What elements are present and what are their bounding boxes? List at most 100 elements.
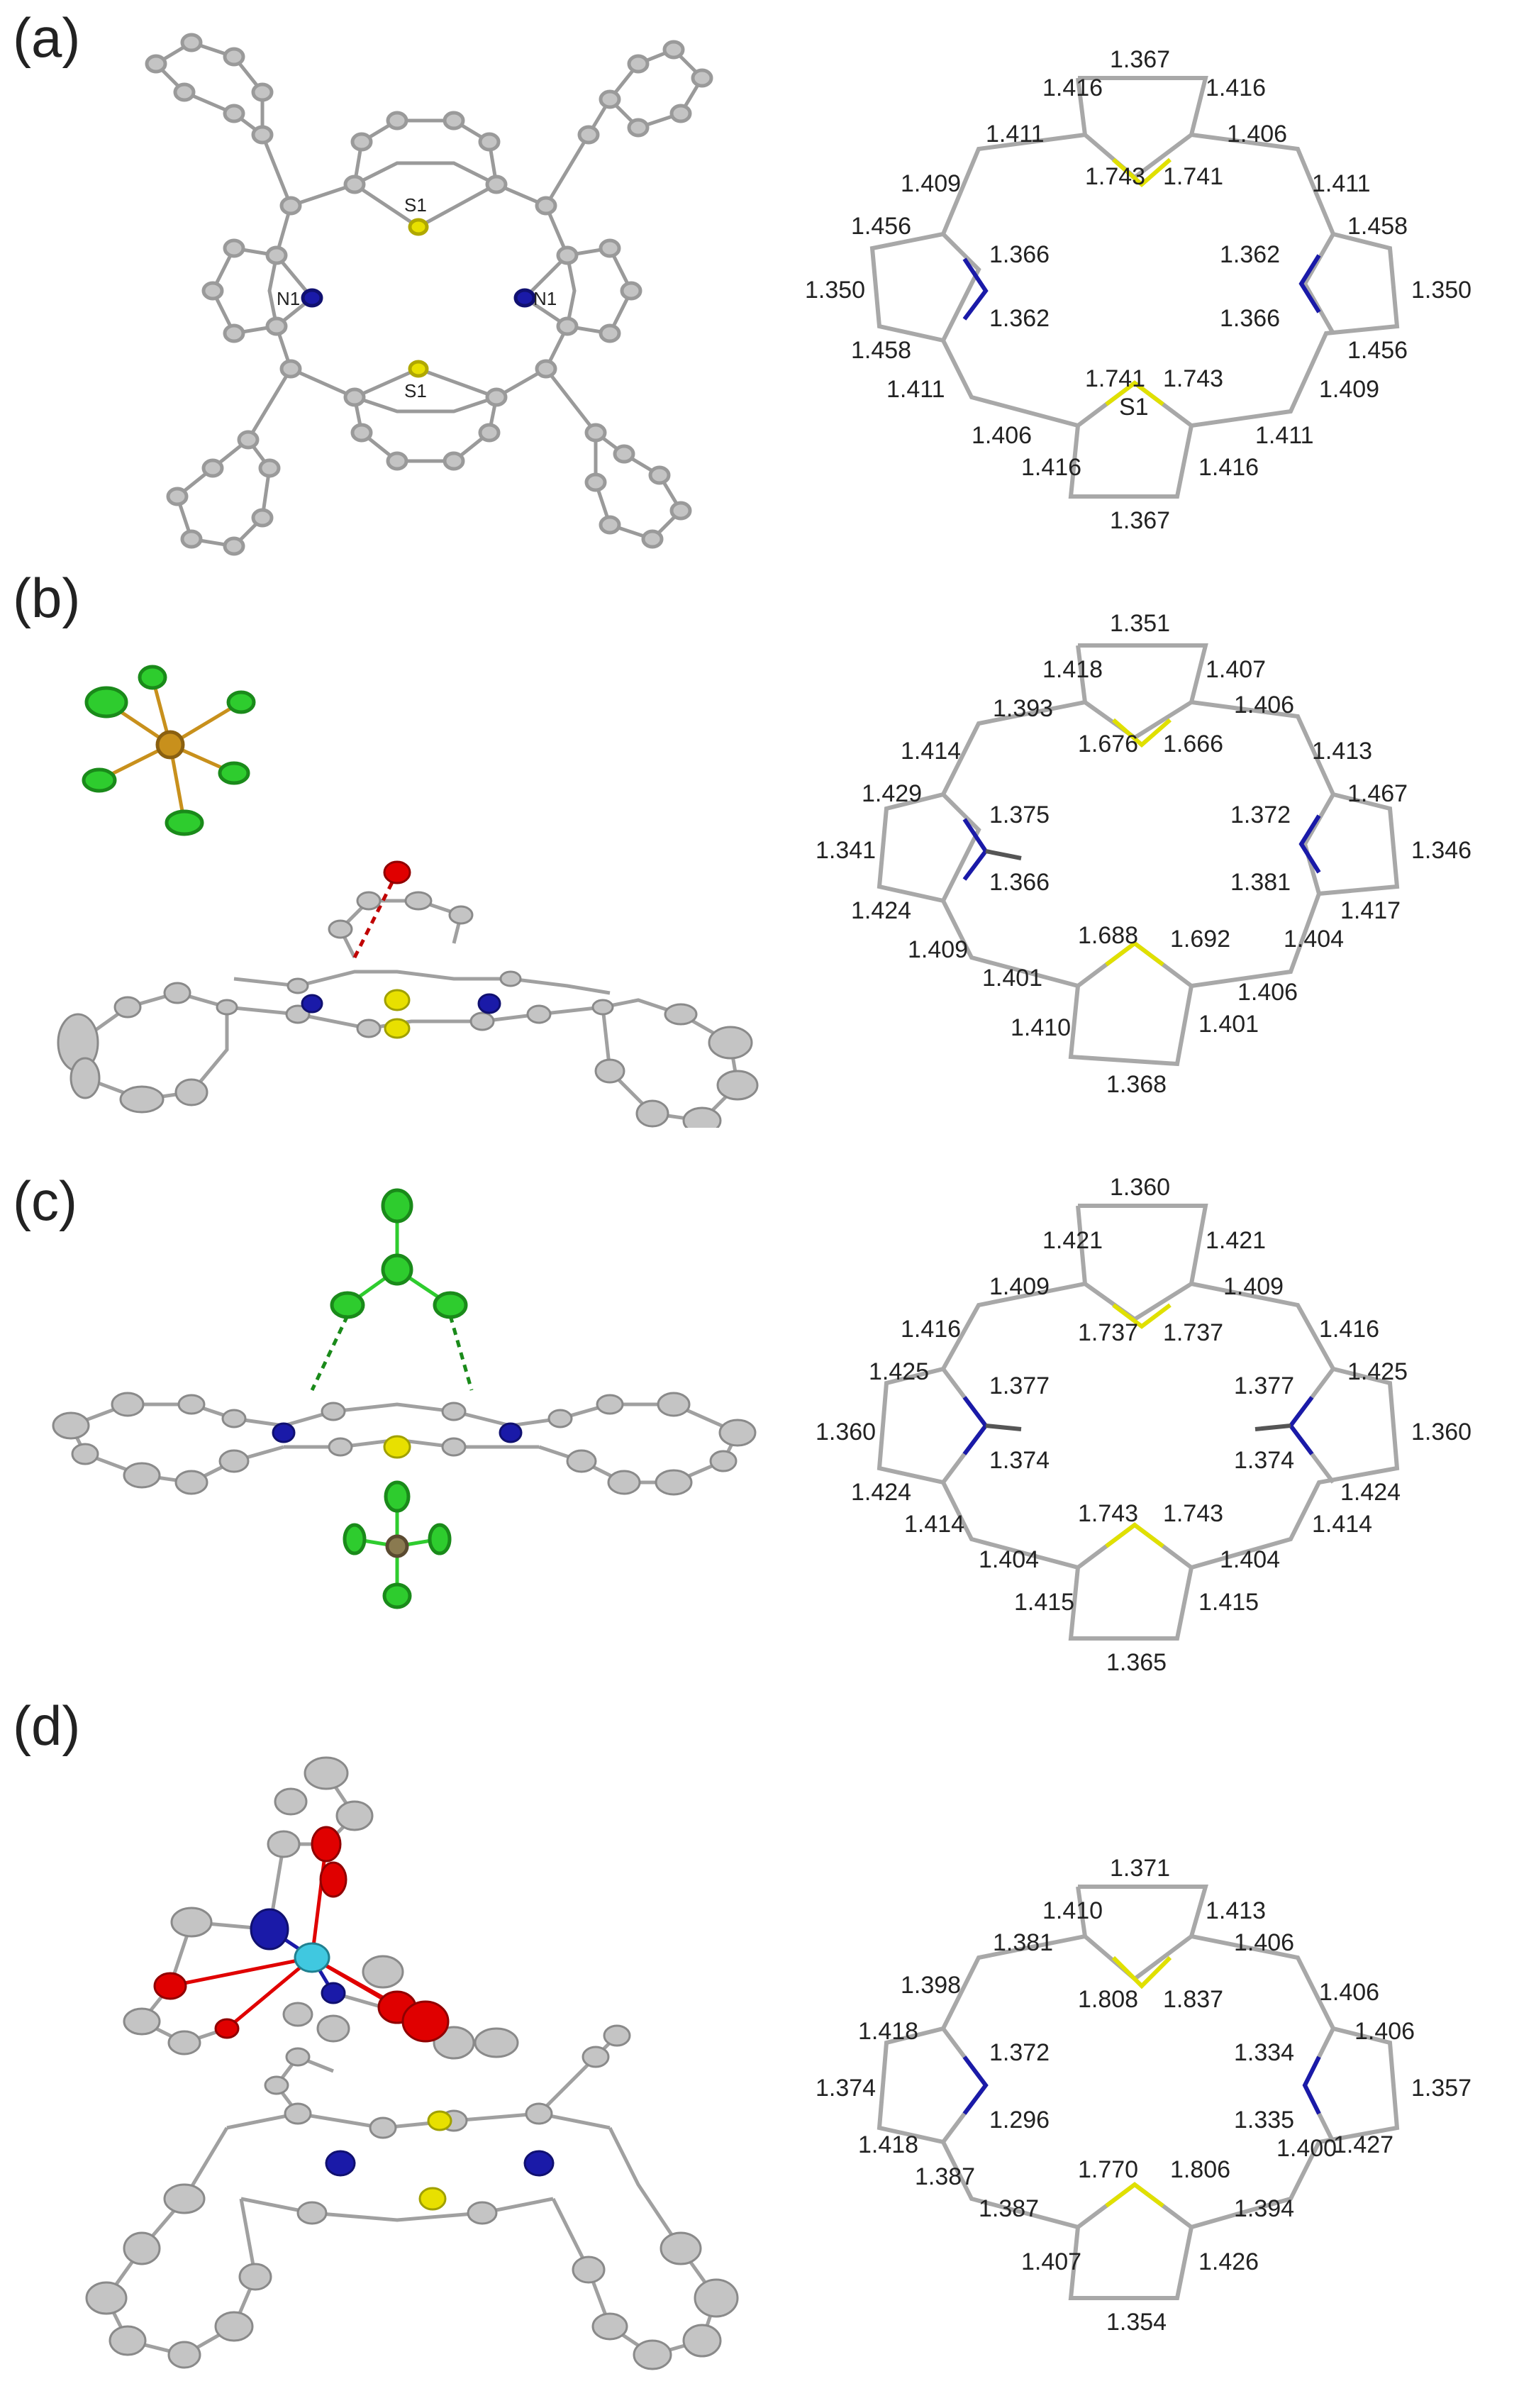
bond-label: 1.743: [1085, 163, 1145, 190]
nitrogen-atom: [301, 288, 323, 308]
bond-label: 1.456: [1347, 337, 1408, 364]
bond-label: 1.425: [1347, 1358, 1408, 1385]
bond-label: 1.456: [851, 213, 911, 240]
bond-label: 1.334: [1234, 2039, 1294, 2066]
bond-label: 1.429: [862, 780, 922, 807]
bond-label: 1.424: [851, 897, 911, 924]
bond-label: 1.676: [1078, 731, 1138, 758]
bond-label: 1.741: [1163, 163, 1223, 190]
bond-label: 1.401: [982, 965, 1042, 992]
atom-label-s1: S1: [1119, 394, 1149, 421]
sulfur-atom: [408, 218, 429, 236]
bond-label: 1.401: [1198, 1011, 1259, 1038]
bond-label: 1.737: [1078, 1319, 1138, 1346]
bond-label: 1.743: [1163, 1500, 1223, 1527]
bond-label: 1.366: [989, 241, 1050, 268]
bond-label: 1.404: [1220, 1546, 1280, 1573]
bond-label: 1.354: [1106, 2309, 1167, 2336]
bond-label: 1.424: [851, 1479, 911, 1506]
nitrogen-atom: [272, 1422, 296, 1443]
bond-label: 1.360: [1411, 1419, 1471, 1446]
bond-label: 1.387: [915, 2163, 975, 2190]
bond-label: 1.407: [1206, 656, 1266, 683]
metal-atom: [294, 1942, 330, 1973]
bond-label: 1.467: [1347, 780, 1408, 807]
panel-label: (c): [13, 1170, 77, 1232]
sulfur-atom: [383, 1435, 411, 1459]
bond-label: 1.741: [1085, 365, 1145, 392]
nitrogen-atom: [301, 994, 323, 1014]
nitrogen-atom: [250, 1908, 289, 1951]
atom-label-s1-top: S1: [404, 194, 427, 216]
bond-label: 1.404: [979, 1546, 1039, 1573]
bond-label: 1.406: [1237, 979, 1298, 1006]
carbon-atoms: [52, 1392, 757, 1496]
bond-label: 1.426: [1198, 2248, 1259, 2275]
bond-label: 1.367: [1110, 46, 1170, 73]
bond-label: 1.808: [1078, 1986, 1138, 2013]
bond-label: 1.688: [1078, 922, 1138, 949]
bond-label: 1.416: [1206, 74, 1266, 101]
panel-c: (c): [0, 1163, 1519, 1731]
bond-label: 1.371: [1110, 1855, 1170, 1882]
bond-label: 1.350: [805, 277, 865, 304]
atom-label-s1-bottom: S1: [404, 380, 427, 401]
nitrogen-atom: [513, 288, 536, 308]
bond-length-schematic-c: [877, 1204, 1400, 1641]
bond-label: 1.409: [908, 936, 968, 963]
bond-label: 1.424: [1340, 1479, 1401, 1506]
bond-label: 1.409: [989, 1273, 1050, 1300]
anion-top: [310, 1188, 474, 1392]
bond-label: 1.375: [989, 801, 1050, 828]
bond-label: 1.362: [1220, 241, 1280, 268]
bond-label: 1.296: [989, 2107, 1050, 2134]
bond-label: 1.351: [1110, 610, 1170, 637]
bond-labels-d: 1.371 1.410 1.413 1.808 1.837 1.381 1.40…: [816, 1855, 1471, 2336]
bond-label: 1.360: [816, 1419, 876, 1446]
bond-label: 1.393: [993, 695, 1053, 722]
bond-label: 1.398: [901, 1972, 961, 1999]
atom-label-n1-left: N1: [277, 288, 300, 309]
bond-label: 1.407: [1021, 2248, 1081, 2275]
bond-label: 1.770: [1078, 2156, 1138, 2183]
atom-label-n1-right: N1: [533, 288, 557, 309]
panel-b: (b): [0, 560, 1519, 1128]
bond-label: 1.837: [1163, 1986, 1223, 2013]
bond-label: 1.372: [1230, 801, 1291, 828]
bond-label: 1.360: [1110, 1174, 1170, 1201]
bond-label: 1.362: [989, 305, 1050, 332]
bond-label: 1.409: [901, 170, 961, 197]
bond-label: 1.406: [1319, 1979, 1379, 2006]
bond-label: 1.365: [1106, 1649, 1167, 1676]
bond-label: 1.406: [1354, 2018, 1415, 2045]
panel-c-figure: 1.360 1.421 1.421 1.737 1.737 1.409 1.40…: [52, 1174, 1471, 1676]
bond-label: 1.418: [858, 2131, 918, 2158]
nitrogen-atom: [477, 993, 501, 1014]
bond-labels-c: 1.360 1.421 1.421 1.737 1.737 1.409 1.40…: [816, 1174, 1471, 1676]
bond-length-schematic-d: [877, 1885, 1400, 2300]
bond-label: 1.410: [1042, 1897, 1103, 1924]
bond-label: 1.416: [901, 1316, 961, 1343]
bond-label: 1.421: [1042, 1227, 1103, 1254]
bond-label: 1.413: [1206, 1897, 1266, 1924]
bond-label: 1.411: [886, 376, 945, 403]
bond-label: 1.418: [1042, 656, 1103, 683]
bond-label: 1.357: [1411, 2075, 1471, 2102]
panel-label: (d): [13, 1694, 81, 1757]
bond-label: 1.743: [1163, 365, 1223, 392]
bond-label: 1.374: [1234, 1447, 1294, 1474]
bond-label: 1.406: [1227, 121, 1287, 148]
bond-label: 1.381: [1230, 869, 1291, 896]
bond-label: 1.350: [1411, 277, 1471, 304]
bond-label: 1.666: [1163, 731, 1223, 758]
sulfur-atom: [427, 2110, 452, 2131]
panel-label: (a): [13, 6, 81, 69]
sulfur-atom: [418, 2187, 447, 2211]
sulfur-atom: [408, 360, 429, 378]
bond-label: 1.381: [993, 1929, 1053, 1956]
bond-label: 1.427: [1333, 2131, 1393, 2158]
carbon-atoms: [57, 891, 759, 1128]
bond-length-schematic-b: [877, 643, 1400, 1067]
crystal-structure-c: [52, 1188, 757, 1609]
sulfur-atom: [384, 1018, 411, 1039]
